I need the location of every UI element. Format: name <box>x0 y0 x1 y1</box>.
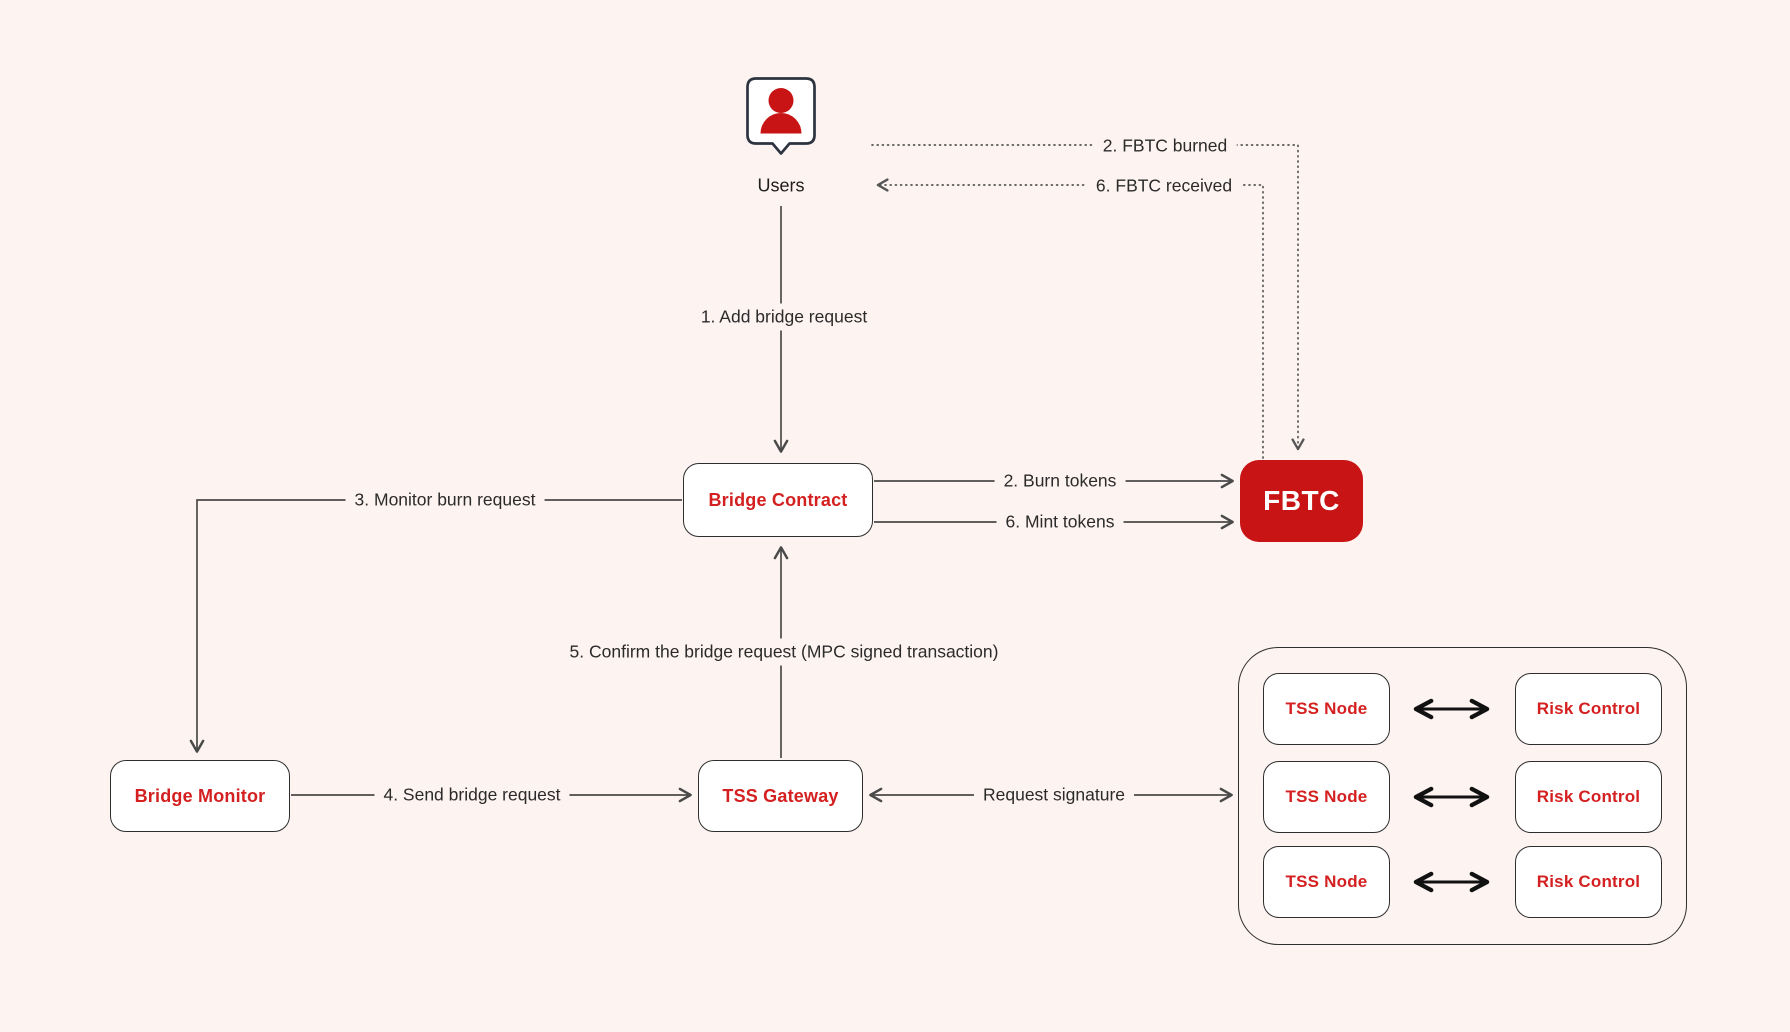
edge-fbtc-burned-line <box>871 144 1305 451</box>
user-in-speech-bubble-icon <box>746 77 816 155</box>
edge-label-monitor-burn-request: 3. Monitor burn request <box>345 486 545 514</box>
edge-label-burn-tokens: 2. Burn tokens <box>994 467 1126 495</box>
node-tss-node-3: TSS Node <box>1263 846 1390 918</box>
node-risk-control-1: Risk Control <box>1515 673 1662 745</box>
node-bridge-contract: Bridge Contract <box>683 463 873 537</box>
edge-label-mint-tokens: 6. Mint tokens <box>996 508 1124 536</box>
users-label: Users <box>757 175 805 196</box>
users-icon <box>745 76 817 158</box>
node-tss-gateway: TSS Gateway <box>698 760 863 832</box>
mpc-cluster-container <box>1238 647 1687 945</box>
edge-monitor-burn-request-line <box>189 499 682 753</box>
node-fbtc: FBTC <box>1240 460 1363 542</box>
edge-label-add-bridge-request: 1. Add bridge request <box>691 303 877 331</box>
edge-fbtc-received-line <box>876 178 1264 459</box>
node-risk-control-3: Risk Control <box>1515 846 1662 918</box>
node-risk-control-2: Risk Control <box>1515 761 1662 833</box>
edge-label-fbtc-burned: 2. FBTC burned <box>1093 132 1237 160</box>
node-bridge-monitor: Bridge Monitor <box>110 760 290 832</box>
edge-label-send-bridge-request: 4. Send bridge request <box>374 781 570 809</box>
node-tss-node-1: TSS Node <box>1263 673 1390 745</box>
edge-label-fbtc-received: 6. FBTC received <box>1086 172 1242 200</box>
edge-label-request-signature: Request signature <box>973 781 1135 809</box>
edge-label-confirm-bridge-request: 5. Confirm the bridge request (MPC signe… <box>560 638 1008 666</box>
node-tss-node-2: TSS Node <box>1263 761 1390 833</box>
